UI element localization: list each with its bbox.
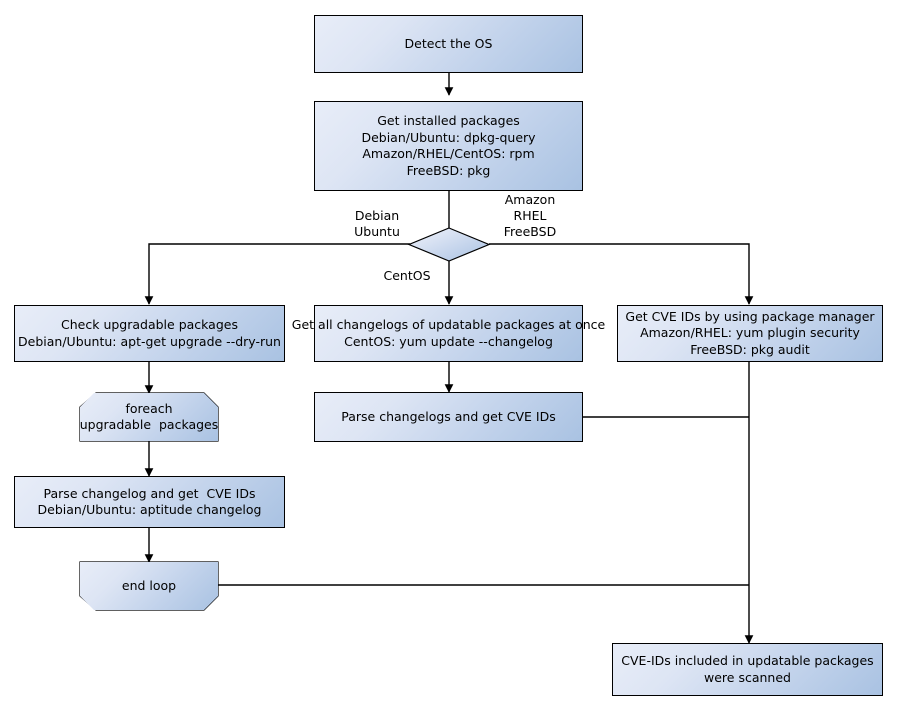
os-decision-diamond bbox=[407, 227, 491, 262]
node-get-installed-packages-line2: Debian/Ubuntu: dpkg-query bbox=[361, 129, 536, 145]
edge-label-amazon-rhel-freebsd: Amazon RHEL FreeBSD bbox=[492, 192, 568, 240]
edge-decision-debian bbox=[144, 243, 410, 305]
edge-label-debian-ubuntu-text: Debian Ubuntu bbox=[354, 208, 400, 239]
node-scanned-result-line1: CVE-IDs included in updatable packages bbox=[621, 653, 874, 668]
node-check-upgradable-line1: Check upgradable packages bbox=[61, 317, 238, 332]
edge-label-centos-text: CentOS bbox=[383, 268, 431, 283]
node-parse-changelogs-centos[interactable]: Parse changelogs and get CVE IDs bbox=[314, 392, 583, 442]
node-get-cve-ids-line2: Amazon/RHEL: yum plugin security bbox=[640, 325, 860, 341]
node-scanned-result[interactable]: CVE-IDs included in updatable packages w… bbox=[612, 643, 883, 696]
edge-label-amazon-rhel-freebsd-text: Amazon RHEL FreeBSD bbox=[503, 192, 557, 239]
node-get-all-changelogs-line1: Get all changelogs of updatable packages… bbox=[291, 317, 606, 332]
edge-label-centos: CentOS bbox=[378, 268, 436, 284]
node-parse-changelog-debian[interactable]: Parse changelog and get CVE IDs Debian/U… bbox=[14, 476, 285, 528]
node-get-all-changelogs-line2: CentOS: yum update --changelog bbox=[344, 333, 553, 349]
node-get-cve-ids-package-manager[interactable]: Get CVE IDs by using package manager Ama… bbox=[617, 305, 883, 362]
node-foreach-line2: upgradable packages bbox=[79, 417, 219, 432]
node-parse-changelogs-centos-label: Parse changelogs and get CVE IDs bbox=[341, 408, 556, 424]
node-detect-os[interactable]: Detect the OS bbox=[314, 15, 583, 73]
node-end-loop[interactable]: end loop bbox=[80, 562, 218, 610]
node-check-upgradable-line2: Debian/Ubuntu: apt-get upgrade --dry-run bbox=[18, 333, 281, 349]
node-get-installed-packages[interactable]: Get installed packages Debian/Ubuntu: dp… bbox=[314, 101, 583, 191]
node-get-all-changelogs[interactable]: Get all changelogs of updatable packages… bbox=[292, 305, 605, 362]
node-get-cve-ids-line3: FreeBSD: pkg audit bbox=[690, 341, 810, 357]
node-parse-changelog-debian-line2: Debian/Ubuntu: aptitude changelog bbox=[37, 502, 262, 517]
node-foreach-upgradable-packages[interactable]: foreach upgradable packages bbox=[80, 393, 218, 441]
edge-label-debian-ubuntu: Debian Ubuntu bbox=[344, 208, 410, 240]
edge-decision-rhel bbox=[489, 243, 754, 305]
node-get-cve-ids-line1: Get CVE IDs by using package manager bbox=[625, 308, 875, 324]
node-get-installed-packages-line1: Get installed packages bbox=[377, 113, 520, 128]
node-get-installed-packages-line3: Amazon/RHEL/CentOS: rpm bbox=[362, 146, 535, 161]
node-parse-changelog-debian-line1: Parse changelog and get CVE IDs bbox=[43, 485, 256, 501]
node-end-loop-label: end loop bbox=[121, 577, 177, 593]
node-foreach-line1: foreach bbox=[125, 400, 173, 416]
node-check-upgradable-packages[interactable]: Check upgradable packages Debian/Ubuntu:… bbox=[14, 305, 285, 362]
node-get-installed-packages-line4: FreeBSD: pkg bbox=[406, 162, 491, 178]
node-scanned-result-line2: were scanned bbox=[704, 669, 791, 685]
node-detect-os-label: Detect the OS bbox=[404, 35, 493, 51]
